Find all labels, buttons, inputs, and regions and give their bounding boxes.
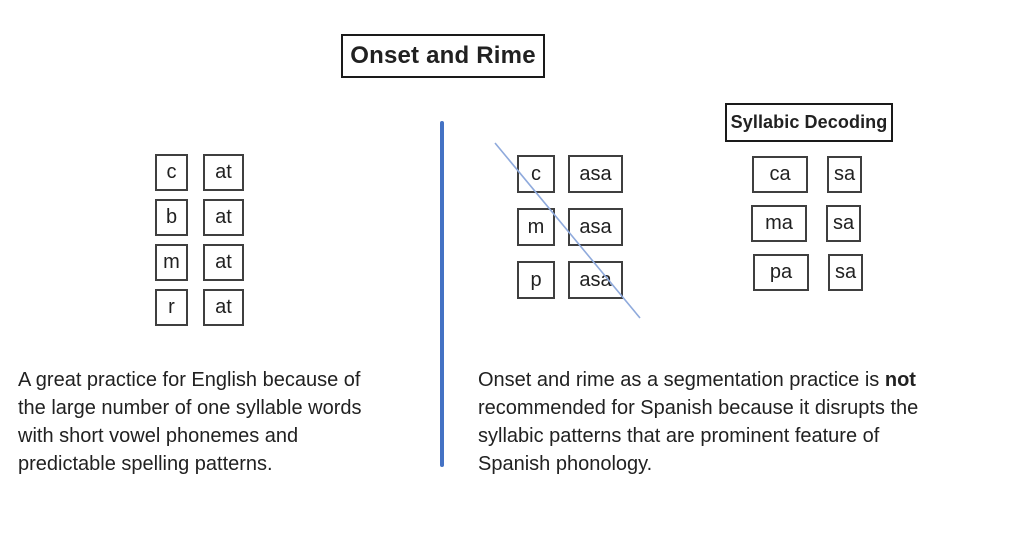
word-row-rat: r at [155,289,244,326]
english-onset-rime-grid: c at b at m at r at [155,154,244,326]
section-divider-line [440,121,444,467]
rime-card: at [203,244,244,281]
onset-card: c [155,154,188,191]
syllabic-decoding-label: Syllabic Decoding [730,112,888,132]
spanish-onset-rime-grid: c asa m asa p asa [517,155,623,299]
caption-line: syllabic patterns that are prominent fea… [478,425,880,447]
caption-line: predictable spelling patterns. [18,453,273,475]
onset-card: p [517,261,555,299]
word-row-ca-sa: ca sa [752,156,862,193]
onset-card: r [155,289,188,326]
syllable-card: ca [752,156,808,193]
word-row-casa: c asa [517,155,623,193]
syllabic-decoding-label-box: Syllabic Decoding [725,103,893,142]
spanish-caption: Onset and rime as a segmentation practic… [478,366,918,478]
caption-line: recommended for Spanish because it disru… [478,397,919,419]
rime-card: asa [568,155,623,193]
caption-text: Onset and rime as a segmentation practic… [478,369,885,391]
rime-card: asa [568,208,623,246]
word-row-bat: b at [155,199,244,236]
caption-line: with short vowel phonemes and [18,425,299,447]
word-row-masa: m asa [517,208,623,246]
caption-bold-word: not [884,369,916,391]
onset-card: b [155,199,188,236]
caption-line: A great practice for English because of [18,369,361,391]
caption-line: the large number of one syllable words [18,397,362,419]
onset-card: m [517,208,555,246]
english-caption: A great practice for English because of … [18,366,362,478]
caption-line: Onset and rime as a segmentation practic… [478,366,918,394]
word-row-pasa: p asa [517,261,623,299]
word-row-mat: m at [155,244,244,281]
syllable-card: sa [828,254,863,291]
rime-card: asa [568,261,623,299]
caption-line: Spanish phonology. [478,453,653,475]
onset-card: c [517,155,555,193]
word-row-cat: c at [155,154,244,191]
onset-card: m [155,244,188,281]
word-row-ma-sa: ma sa [751,205,861,242]
rime-card: at [203,199,244,236]
syllable-card: sa [827,156,862,193]
page-title: Onset and Rime [350,42,536,69]
syllable-card: pa [753,254,809,291]
syllable-card: sa [826,205,861,242]
word-row-pa-sa: pa sa [753,254,863,291]
syllabic-decoding-grid: ca sa ma sa pa sa [751,156,863,291]
rime-card: at [203,154,244,191]
rime-card: at [203,289,244,326]
syllable-card: ma [751,205,807,242]
title-box: Onset and Rime [341,34,545,78]
